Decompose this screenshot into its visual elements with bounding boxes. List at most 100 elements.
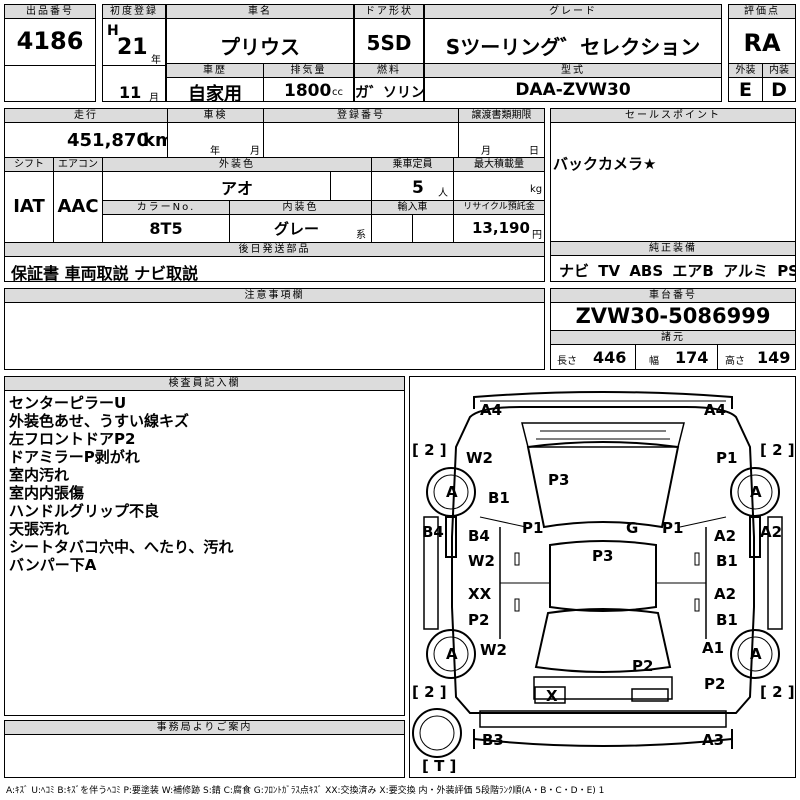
office-cell: 事務局よりご案内 [4, 720, 405, 778]
era: H [107, 23, 119, 39]
grade-cell: グレード Sツーリング゛セレクション [424, 4, 722, 64]
doors: 5SD [366, 31, 412, 55]
interior-color-cell: 内装色 グレー 系 [229, 200, 372, 243]
model-cell: 型式 DAA-ZVW30 [424, 63, 722, 102]
damage-diagram: A4 A4 [ 2 ] [ 2 ] [ 2 ] [ 2 ] A A A A W2… [409, 376, 796, 778]
capacity-unit: 人 [438, 188, 448, 199]
shift-cell: シフト IAT [4, 157, 54, 243]
inspector-note: 天張汚れ [9, 520, 70, 538]
wheel-fr: A [750, 483, 762, 501]
ext-grade-cell: 外装 E [728, 63, 763, 102]
inspection-cell: 車検 年 月 [167, 108, 264, 158]
damage-fender-rl: W2 [480, 641, 507, 659]
first-reg-label: 初度登録 [103, 5, 165, 19]
sales-point-cell: セールスポイント バックカメラ★ [550, 108, 796, 242]
equipment-item: エアB [672, 262, 714, 280]
interior-color-unit: 系 [356, 230, 366, 241]
damage-fr-door-2: B1 [716, 552, 738, 570]
fuel-label: 燃料 [355, 64, 423, 78]
int-grade-cell: 内装 D [762, 63, 796, 102]
damage-rear-left: B3 [482, 731, 504, 749]
inspector-note: 室内汚れ [9, 466, 70, 484]
equipment-item: アルミ [723, 262, 768, 280]
displacement-unit: cc [332, 87, 343, 98]
inspector-note: 左フロントドアP2 [9, 430, 136, 448]
lot-no-cell: 出品番号 4186 [4, 4, 96, 102]
displacement-cell: 排気量 1800 cc [263, 63, 354, 102]
sales-point-label: セールスポイント [551, 109, 795, 123]
fuel: ガ゛ソリン [355, 85, 424, 101]
inspector-note: センターピラーU [9, 394, 127, 412]
damage-fl-door-2: W2 [468, 552, 495, 570]
inspector-note: ハンドルグリップ不良 [9, 502, 160, 520]
ext-grade: E [739, 79, 752, 101]
wheel-rr: A [750, 645, 762, 663]
tire-fr: [ 2 ] [760, 441, 795, 459]
damage-fender-fr: P1 [716, 449, 738, 467]
ac: AAC [57, 196, 99, 217]
car-outline-diagram [412, 391, 783, 758]
maxload-cell: 最大積載量 kg [453, 157, 545, 201]
maxload-unit: kg [530, 184, 543, 195]
spare-tire: [ T ] [422, 757, 457, 775]
displacement: 1800 [284, 81, 332, 101]
inspection-label: 車検 [168, 109, 263, 123]
tire-rr: [ 2 ] [760, 683, 795, 701]
recycle-cell: リサイクル預託金 13,190 円 [453, 200, 545, 243]
int-grade: D [771, 79, 787, 101]
office-label: 事務局よりご案内 [5, 721, 404, 735]
recycle-unit: 円 [532, 230, 542, 241]
damage-rl-door-1: XX [468, 585, 492, 603]
reg-year-unit: 年 [151, 55, 161, 66]
doc-month-unit: 月 [481, 146, 491, 157]
equipment-item: ABS [629, 262, 664, 280]
specs-cell: 諸元 長さ 446 幅 174 高さ 149 [550, 330, 796, 370]
mileage: 451,870 [67, 130, 149, 151]
capacity: 5 [412, 178, 424, 198]
mileage-cell: 走行 451,870 km [4, 108, 168, 158]
damage-rr-door-1: A2 [714, 585, 737, 603]
insp-year-unit: 年 [210, 146, 220, 157]
reg-month-unit: 月 [149, 93, 159, 102]
door-type-cell: ドア形状 5SD [354, 4, 424, 64]
history-label: 車歴 [167, 64, 263, 78]
color-no: 8T5 [149, 219, 183, 238]
color-no-label: カラーNo. [103, 201, 229, 215]
ext-color-cell: 外装色 アオ [102, 157, 372, 201]
damage-pillar-left: P1 [522, 519, 544, 537]
recycle: 13,190 [472, 219, 530, 237]
grade-label: グレード [425, 5, 721, 19]
damage-fender-rr: A1 [702, 639, 725, 657]
inspector-cell: 検査員記入欄 センターピラーU 外装色あせ、うすい線キズ 左フロントドアP2 ド… [4, 376, 405, 716]
car-name-label: 車名 [167, 5, 353, 19]
caution-label: 注意事項欄 [5, 289, 544, 303]
inspector-note: 室内内張傷 [9, 484, 85, 502]
capacity-label: 乗車定員 [372, 158, 453, 172]
later-parts-cell: 後日発送部品 保証書 車両取説 ナビ取説 [4, 242, 545, 282]
capacity-cell: 乗車定員 5 人 [371, 157, 454, 201]
damage-side-left: B4 [422, 523, 444, 541]
damage-rl-door-2: P2 [468, 611, 490, 629]
damage-hood: P3 [548, 471, 570, 489]
caution-cell: 注意事項欄 [4, 288, 545, 370]
import-label: 輸入車 [372, 201, 453, 215]
inspector-note: シートタバコ穴中、へたり、汚れ [9, 538, 234, 556]
width: 174 [675, 348, 709, 367]
grade: Sツーリング゛セレクション [445, 35, 701, 59]
doc-label: 譲渡書類期限 [459, 109, 544, 123]
equipment-list: ナビ TV ABS エアB アルミ PS PW [559, 260, 795, 281]
shift: IAT [13, 196, 45, 217]
inspector-notes: センターピラーU 外装色あせ、うすい線キズ 左フロントドアP2 ドアミラーP剥が… [9, 394, 233, 574]
car-name: プリウス [220, 35, 300, 59]
score: RA [743, 29, 781, 57]
recycle-label: リサイクル預託金 [454, 201, 544, 215]
damage-pillar-right: P1 [662, 519, 684, 537]
mileage-label: 走行 [5, 109, 167, 123]
damage-front-left: A4 [480, 401, 503, 419]
lot-no-label: 出品番号 [5, 5, 95, 19]
wheel-fl: A [446, 483, 458, 501]
height-label: 高さ [725, 356, 745, 367]
damage-glass: G [626, 519, 639, 537]
equipment-item: ナビ [559, 262, 590, 280]
inspector-note: 外装色あせ、うすい線キズ [9, 412, 190, 430]
